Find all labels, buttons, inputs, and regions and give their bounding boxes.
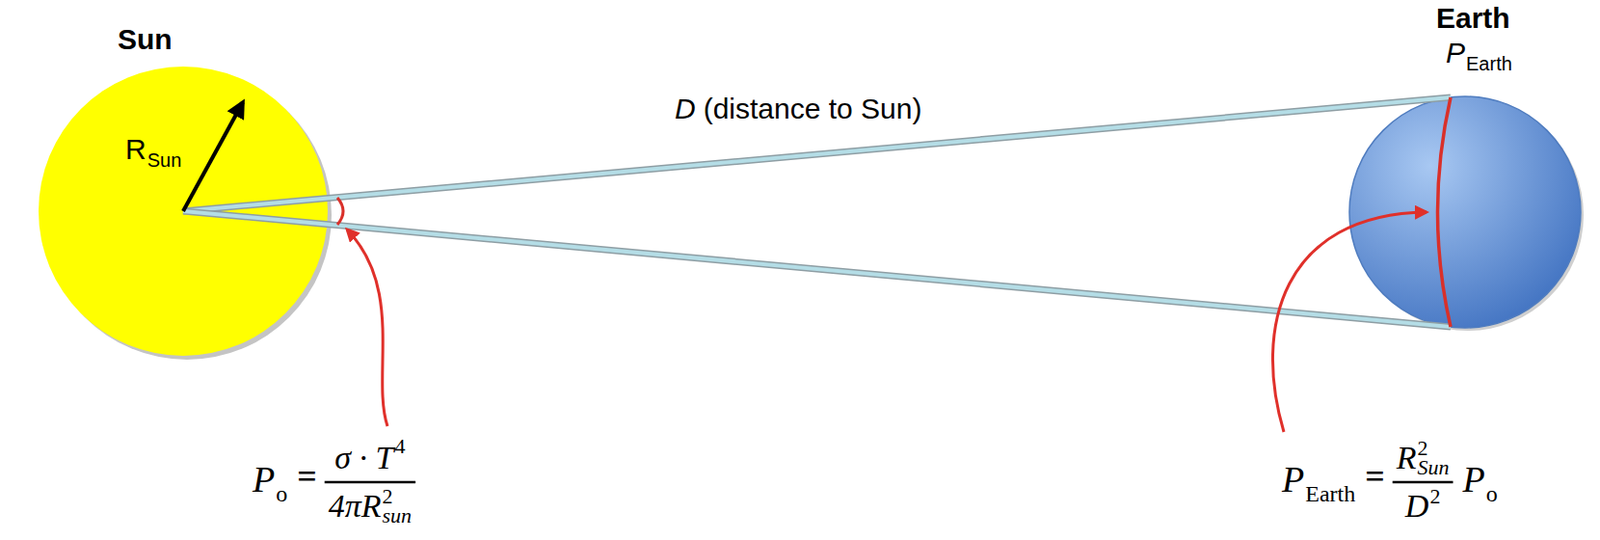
sun-disc	[38, 66, 328, 356]
body-name: Sun	[117, 25, 173, 54]
sun-arc	[337, 197, 344, 225]
subscript: Sun	[147, 150, 183, 170]
distance-label: (distance to Sun)	[703, 94, 923, 124]
formula-symbol: P	[1463, 460, 1486, 498]
fraction-bar	[1392, 480, 1454, 484]
superscript: 4	[395, 435, 406, 457]
subscript: Sun	[1417, 456, 1450, 479]
earth-arc	[1438, 97, 1452, 327]
radius-arrow	[183, 102, 243, 212]
body-name: Earth	[1436, 3, 1511, 33]
equals-sign: =	[296, 458, 318, 494]
superscript: 2	[1429, 485, 1440, 507]
power-symbol: P	[1445, 38, 1466, 68]
distance-symbol: D	[674, 94, 696, 124]
formula-numerator: R	[1396, 441, 1417, 475]
equals-sign: =	[1364, 458, 1386, 494]
subscript: Earth	[1305, 481, 1356, 506]
radius-symbol: R	[125, 134, 147, 164]
subscript: sun	[382, 505, 413, 527]
formula-symbol: P	[252, 460, 275, 498]
earth-disc	[1349, 96, 1581, 328]
superscript: 2	[1417, 437, 1429, 459]
subscript: o	[275, 481, 288, 506]
fraction-bar	[324, 480, 416, 484]
subscript: Earth	[1466, 53, 1513, 74]
formula-numerator: σ · T	[334, 441, 394, 475]
formula-denominator: 4πR	[328, 489, 382, 523]
pointer-arrow	[1272, 212, 1427, 432]
superscript: 2	[382, 485, 394, 507]
formula-symbol: P	[1281, 460, 1305, 498]
formula-denominator: D	[1405, 489, 1430, 523]
subscript: o	[1486, 481, 1498, 506]
pointer-arrow	[346, 229, 388, 427]
